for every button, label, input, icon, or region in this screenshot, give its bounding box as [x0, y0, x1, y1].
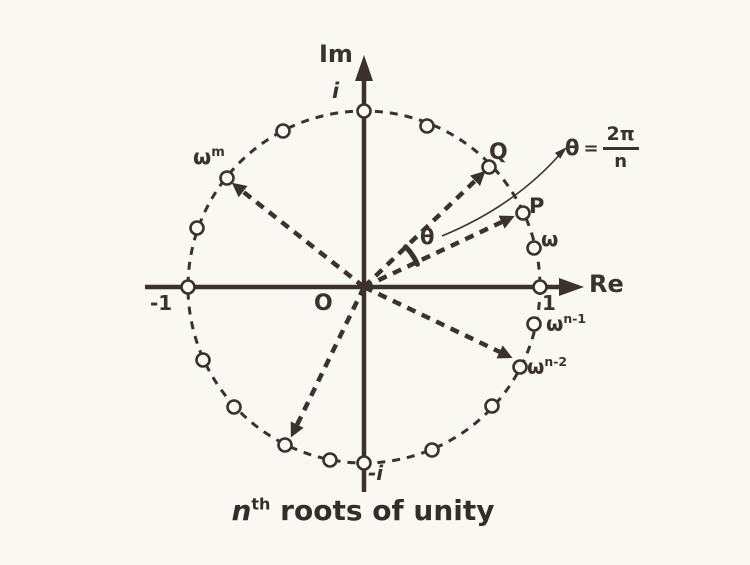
caption-text: roots of unity [270, 494, 495, 527]
omega-n2-sup: n-2 [544, 354, 567, 369]
neg-i-point-label: -i [368, 461, 384, 485]
ray-to-q [362, 170, 486, 289]
real-axis-arrowhead-icon [559, 278, 584, 296]
root-point-q [481, 159, 497, 175]
root-point [419, 118, 435, 134]
diagram-caption: nth roots of unity [231, 494, 494, 527]
root-point-i [356, 103, 372, 119]
omega-n1-sup: n-1 [563, 311, 586, 326]
real-axis-label: Re [589, 270, 624, 298]
root-point-1 [532, 279, 548, 295]
imaginary-axis-label: Im [319, 40, 353, 68]
p-point-label: P [529, 194, 545, 218]
omega-n1-base: ω [546, 311, 564, 336]
origin-label: O [314, 291, 333, 316]
omega-n1-point-label: ωn-1 [546, 311, 586, 336]
omega-n2-point-label: ωn-2 [527, 354, 567, 379]
root-point-neg-i [356, 455, 372, 471]
root-point [484, 398, 500, 414]
theta-formula: θ = 2π n [565, 123, 639, 172]
formula-equals: = [583, 137, 599, 159]
root-point [424, 442, 440, 458]
formula-numerator: 2π [602, 123, 639, 150]
root-point [275, 123, 291, 139]
theta-angle-arc [403, 244, 420, 267]
q-point-label: Q [489, 140, 508, 165]
ray-to-omega-n2 [363, 284, 513, 359]
theta-angle-label: θ [420, 225, 435, 249]
root-point [226, 399, 242, 415]
root-point-omega-m [219, 170, 235, 186]
omega-point-label: ω [541, 227, 559, 251]
neg-one-point-label: -1 [150, 291, 173, 315]
i-point-label: i [332, 79, 340, 103]
omega-n2-base: ω [527, 354, 545, 379]
root-point [277, 437, 293, 453]
ray-to-omega-m [231, 182, 366, 289]
root-point-omega-n1 [526, 316, 542, 332]
root-point-neg-1 [180, 279, 196, 295]
root-point [195, 352, 211, 368]
omega-m-sup: m [211, 145, 225, 160]
root-point-omega-n2 [512, 359, 528, 375]
formula-fraction: 2π n [602, 123, 639, 172]
omega-m-point-label: ωm [193, 146, 225, 168]
omega-m-base: ω [193, 145, 212, 169]
formula-theta: θ [565, 136, 580, 161]
formula-denominator: n [614, 150, 628, 172]
root-point-p [515, 205, 531, 221]
ray-to-lower-left-root [290, 286, 367, 438]
root-point [189, 220, 205, 236]
caption-n: n [231, 494, 252, 527]
caption-th: th [251, 494, 271, 514]
root-point-omega [526, 240, 542, 256]
one-point-label: 1 [542, 291, 556, 315]
leader-arrowhead-icon [554, 147, 567, 159]
theta-leader-curve [441, 151, 563, 237]
root-point [322, 452, 338, 468]
ray-to-p [363, 215, 515, 290]
imaginary-axis-arrowhead-icon [355, 55, 373, 81]
